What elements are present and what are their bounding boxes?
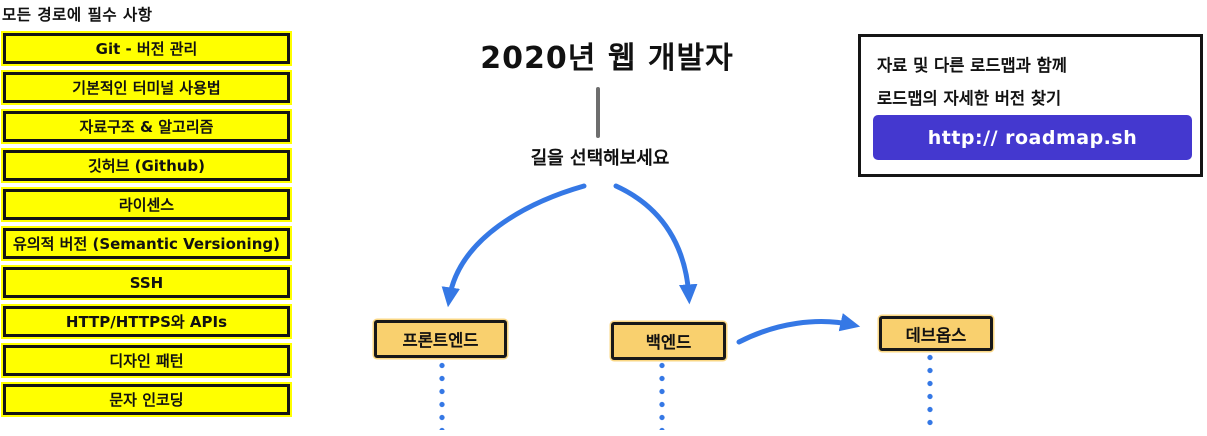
required-topics-heading: 모든 경로에 필수 사항 <box>2 6 153 24</box>
topic-github[interactable]: 깃허브 (Github) <box>3 150 290 181</box>
topic-terminal[interactable]: 기본적인 터미널 사용법 <box>3 72 290 103</box>
dotted-connector-frontend <box>439 362 445 430</box>
topic-semver[interactable]: 유의적 버전 (Semantic Versioning) <box>3 228 290 259</box>
dotted-connector-backend <box>659 362 665 430</box>
topic-git[interactable]: Git - 버전 관리 <box>3 33 290 64</box>
arrow-to-frontend <box>441 183 587 308</box>
topic-licenses[interactable]: 라이센스 <box>3 189 290 220</box>
topic-http-apis[interactable]: HTTP/HTTPS와 APIs <box>3 306 290 337</box>
path-node-frontend[interactable]: 프론트엔드 <box>374 320 507 358</box>
required-topics-list: Git - 버전 관리 기본적인 터미널 사용법 자료구조 & 알고리즘 깃허브… <box>3 33 290 415</box>
info-box: 자료 및 다른 로드맵과 함께 로드맵의 자세한 버전 찾기 http:// r… <box>858 34 1203 177</box>
arrow-to-backend <box>613 183 698 305</box>
topic-design-patterns[interactable]: 디자인 패턴 <box>3 345 290 376</box>
roadmap-url-button[interactable]: http:// roadmap.sh <box>873 115 1192 160</box>
choose-path-prompt: 길을 선택해보세요 <box>530 148 670 169</box>
info-box-text: 자료 및 다른 로드맵과 함께 로드맵의 자세한 버전 찾기 <box>877 49 1067 115</box>
info-box-line1: 자료 및 다른 로드맵과 함께 <box>877 56 1067 75</box>
roadmap-title: 2020년 웹 개발자 <box>480 41 734 76</box>
topic-ssh[interactable]: SSH <box>3 267 290 298</box>
path-node-backend[interactable]: 백엔드 <box>611 322 726 360</box>
topic-character-encodings[interactable]: 문자 인코딩 <box>3 384 290 415</box>
topic-data-structures[interactable]: 자료구조 & 알고리즘 <box>3 111 290 142</box>
info-box-line2: 로드맵의 자세한 버전 찾기 <box>877 89 1062 108</box>
dotted-connector-devops <box>927 354 933 432</box>
path-node-devops[interactable]: 데브옵스 <box>879 316 993 351</box>
arrow-to-devops <box>736 313 861 345</box>
